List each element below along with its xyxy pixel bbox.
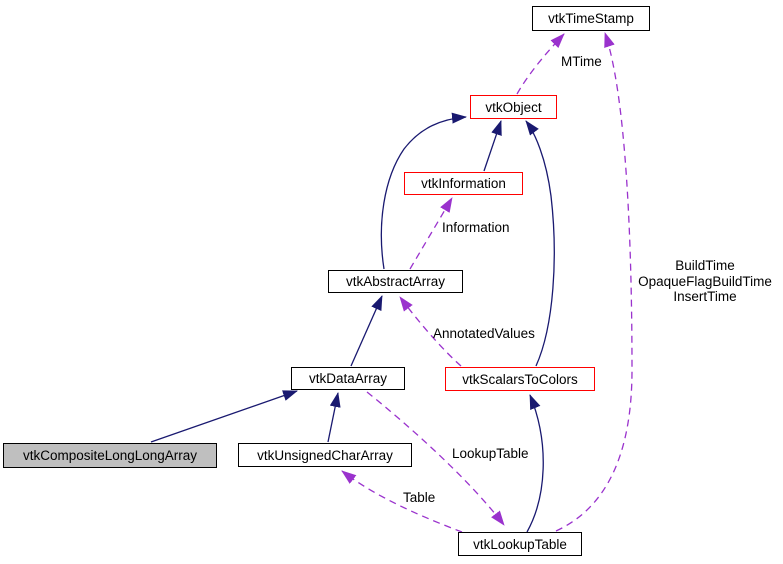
edge-label-buildtime: BuildTime OpaqueFlagBuildTime InsertTime <box>630 258 780 305</box>
node-vtkcompositelonglongarray: vtkCompositeLongLongArray <box>3 443 217 468</box>
edge-information <box>409 197 453 270</box>
node-vtkdataarray[interactable]: vtkDataArray <box>291 367 405 390</box>
edge-label-information: Information <box>442 220 510 235</box>
edge-table <box>341 470 463 533</box>
edge-label-mtime: MTime <box>561 54 602 69</box>
node-vtktimestamp[interactable]: vtkTimeStamp <box>532 6 650 31</box>
edge-vtkscalarstocolors-to-vtkobject <box>525 120 555 367</box>
edge-vtkcompositelonglongarray-to-vtkdataarray <box>150 390 298 443</box>
edge-label-buildtime-line2: OpaqueFlagBuildTime <box>638 273 772 289</box>
edge-buildtime <box>555 32 633 532</box>
node-vtklookuptable[interactable]: vtkLookupTable <box>458 532 582 556</box>
edge-label-buildtime-line1: BuildTime <box>675 258 735 273</box>
edge-label-lookuptable: LookupTable <box>452 446 529 461</box>
node-vtkinformation[interactable]: vtkInformation <box>404 172 523 195</box>
edge-vtkinformation-to-vtkobject <box>483 120 502 172</box>
node-vtkunsignedchararray[interactable]: vtkUnsignedCharArray <box>238 443 412 467</box>
edge-annotatedvalues <box>399 296 462 367</box>
edge-vtkdataarray-to-vtkabstractarray <box>350 295 383 367</box>
node-vtkscalarstocolors[interactable]: vtkScalarsToColors <box>445 367 595 391</box>
edge-vtkunsignedchararray-to-vtkdataarray <box>327 392 341 443</box>
node-vtkabstractarray[interactable]: vtkAbstractArray <box>328 270 463 293</box>
edge-vtkabstractarray-to-vtkobject <box>380 112 467 270</box>
edge-label-buildtime-line3: InsertTime <box>673 289 737 304</box>
edge-label-annotatedvalues: AnnotatedValues <box>433 326 535 341</box>
edge-label-table: Table <box>403 490 436 505</box>
edge-lookuptable <box>366 391 505 526</box>
edge-vtklookuptable-to-vtkscalarstocolors <box>526 394 544 533</box>
edge-mtime <box>516 33 565 95</box>
node-vtkobject[interactable]: vtkObject <box>470 95 557 119</box>
